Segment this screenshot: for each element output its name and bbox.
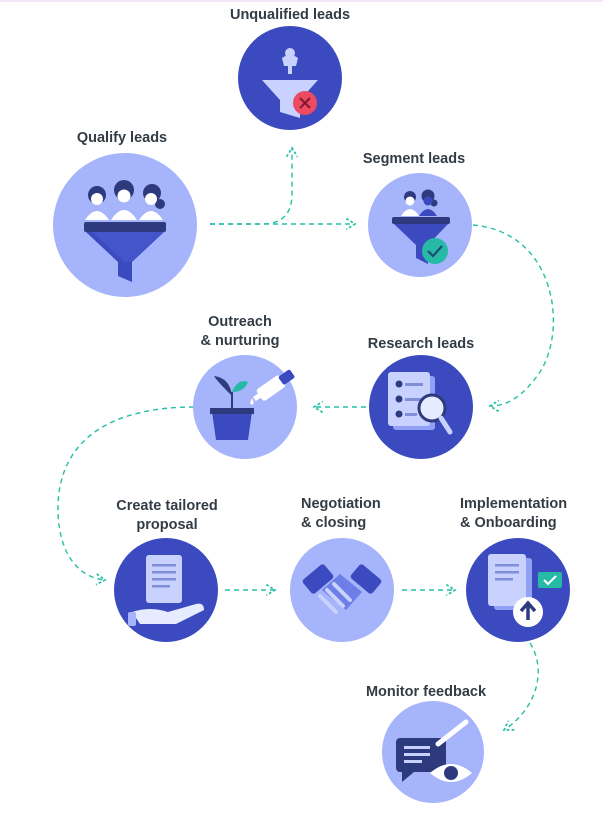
funnel-reject-icon (262, 48, 318, 118)
outreach-nurturing-node (193, 355, 297, 459)
label-implementation-line1: Implementation (460, 496, 568, 512)
label-outreach-line2: & nurturing (200, 333, 280, 349)
segment-leads-node (368, 173, 472, 277)
label-monitor-feedback: Monitor feedback (365, 684, 487, 700)
label-outreach-line1: Outreach (208, 314, 272, 330)
arrow-qualify-to-unqualified (210, 148, 292, 225)
funnel-check-icon (392, 189, 450, 264)
label-proposal-line2: proposal (136, 517, 198, 533)
arrow-implementation-to-monitor (504, 642, 539, 730)
document-upload-icon (488, 554, 562, 627)
negotiation-node (290, 538, 394, 642)
label-segment-leads: Segment leads (362, 151, 466, 167)
chat-eye-icon (396, 719, 472, 782)
document-magnifier-icon (388, 372, 453, 435)
label-negotiation-line2: & closing (301, 515, 367, 531)
label-outreach-nurturing: Outreach & nurturing (180, 313, 300, 351)
label-qualify-leads: Qualify leads (76, 130, 168, 146)
label-negotiation-line1: Negotiation (301, 496, 381, 512)
research-leads-node (369, 355, 473, 459)
plant-watering-icon (210, 369, 295, 440)
label-proposal-line1: Create tailored (116, 498, 218, 514)
label-implementation-onboarding: Implementation & Onboarding (460, 495, 600, 533)
proposal-node (114, 538, 218, 642)
label-research-leads: Research leads (367, 336, 475, 352)
label-implementation-line2: & Onboarding (460, 515, 557, 531)
handshake-icon (302, 564, 382, 614)
top-divider (0, 0, 603, 2)
hand-document-icon (128, 555, 204, 626)
arrow-segment-to-research (472, 224, 555, 406)
funnel-people-icon (84, 180, 166, 282)
monitor-feedback-node (382, 701, 484, 803)
label-unqualified-leads: Unqualified leads (229, 7, 351, 23)
label-negotiation-closing: Negotiation & closing (301, 495, 401, 533)
implementation-node (466, 538, 570, 642)
label-create-tailored-proposal: Create tailored proposal (92, 497, 242, 535)
qualify-leads-node (53, 153, 197, 297)
unqualified-leads-node (238, 26, 342, 130)
